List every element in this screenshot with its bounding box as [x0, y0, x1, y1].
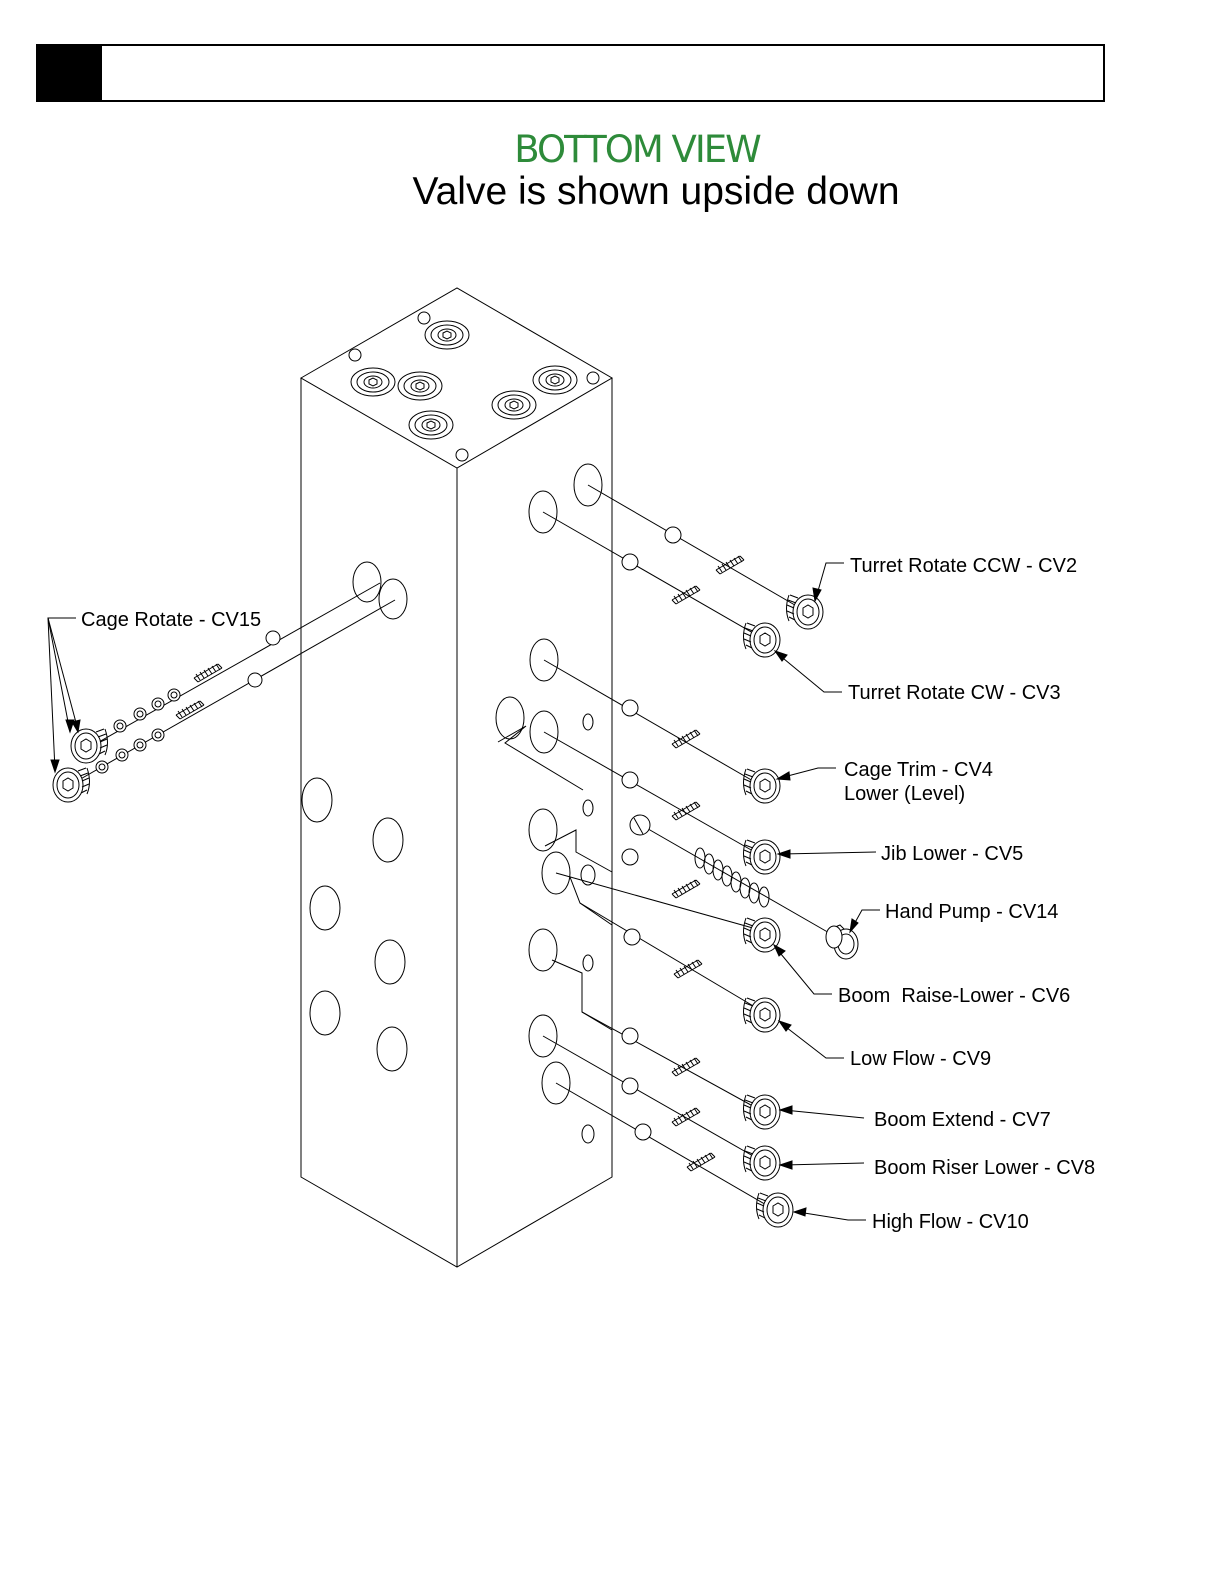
label-cv2: Turret Rotate CCW - CV2: [850, 555, 1077, 577]
hand-pump-cap: [826, 925, 858, 959]
label-cv8: Boom Riser Lower - CV8: [874, 1157, 1095, 1179]
left-face-ports: [302, 562, 407, 1071]
label-cv4-line1: Cage Trim - CV4: [844, 759, 993, 781]
label-cv4-line2: Lower (Level): [844, 783, 965, 805]
label-cv7: Boom Extend - CV7: [874, 1109, 1051, 1131]
valve-block: [301, 288, 612, 1267]
label-cv9: Low Flow - CV9: [850, 1048, 991, 1070]
label-cv14: Hand Pump - CV14: [885, 901, 1058, 923]
label-cv10: High Flow - CV10: [872, 1211, 1029, 1233]
label-cv3: Turret Rotate CW - CV3: [848, 682, 1061, 704]
label-cv15: Cage Rotate - CV15: [81, 609, 261, 631]
right-exploded-parts: [543, 485, 858, 1227]
right-face-ports: [496, 464, 612, 1143]
label-cv5: Jib Lower - CV5: [881, 843, 1023, 865]
label-cv6: Boom Raise-Lower - CV6: [838, 985, 1070, 1007]
